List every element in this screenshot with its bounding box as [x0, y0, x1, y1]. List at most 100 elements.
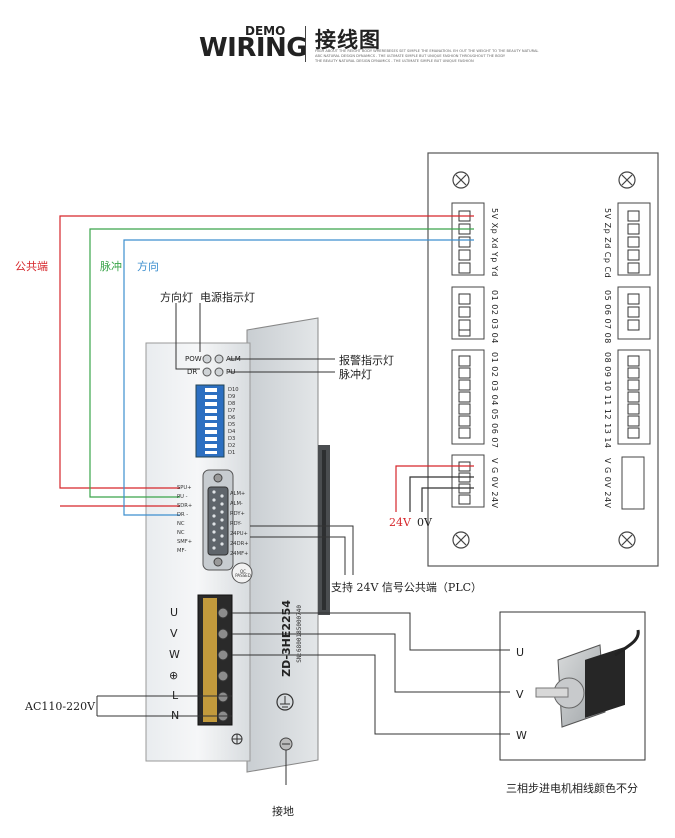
screw-icon	[452, 171, 470, 189]
led-alm-label: ALM	[226, 355, 241, 363]
board-connector	[451, 286, 485, 340]
driver-heatsink	[246, 317, 330, 773]
terminal-l-label: L	[172, 689, 179, 702]
board-label-c1d: V G 0V 24V	[490, 458, 499, 509]
header-divider	[305, 26, 306, 62]
label-direction: 方向	[137, 260, 159, 273]
dip-label: D9	[228, 394, 236, 400]
dip-label: D10	[228, 387, 239, 393]
wire-24v-red	[395, 465, 474, 512]
terminal-u-label: U	[170, 606, 179, 619]
pin-label: RDY-	[230, 521, 242, 527]
signal-wires	[59, 215, 474, 516]
label-pulse: 脉冲	[100, 260, 122, 273]
pin-label: 24MF+	[230, 551, 249, 557]
qc-sticker: QC PASSED	[235, 569, 251, 578]
annotation-lines	[96, 303, 510, 735]
terminal-v-label: V	[170, 627, 178, 640]
pin-label: SPU+	[177, 485, 192, 491]
board-connector	[621, 456, 645, 510]
pin-labels-left: SPU+ PU - SDR+ DR - NC NC SMF+ MF-	[177, 484, 192, 556]
wire-0v	[409, 476, 474, 512]
pin-label: SMF+	[177, 539, 193, 545]
wire-common-red	[59, 215, 474, 489]
header-fine-text: HIGH ABOUT THE REIGHT BODY WHEREBESES SE…	[315, 49, 555, 64]
pin-label: ALM-	[230, 501, 243, 507]
stepper-driver	[145, 342, 253, 762]
label-pulse-lamp: 脉冲灯	[339, 368, 372, 381]
board-connector	[617, 286, 651, 340]
motor-phase-u: U	[516, 646, 525, 659]
dip-label: D5	[228, 422, 236, 428]
pin-label: MF-	[177, 548, 187, 554]
label-dir-lamp: 方向灯	[160, 291, 193, 304]
board-label-c2b: 05 06 07 08	[603, 290, 612, 344]
board-connector	[617, 202, 651, 276]
fine-line: THE BEAUTY NATURAL DESIGN DYNAMICS . THE…	[315, 59, 474, 63]
dip-label: D4	[228, 429, 236, 435]
pin-label: NC	[177, 521, 185, 527]
dip-label: D2	[228, 443, 236, 449]
label-alarm-lamp: 报警指示灯	[339, 354, 394, 367]
board-label-c2c: 08 09 10 11 12 13 14	[603, 352, 612, 449]
wiring-label: WIRING	[199, 33, 308, 63]
screw-icon	[618, 171, 636, 189]
led-dr-label: DR	[187, 368, 198, 376]
fine-line: ABC NATURAL DESIGN DYNAMICS . THE ULTIMA…	[315, 54, 506, 58]
terminal-ground-label: ⊕	[169, 669, 179, 682]
pin-label: 24PU+	[230, 531, 248, 537]
dip-label: D1	[228, 450, 236, 456]
pin-label: ALM+	[230, 491, 246, 497]
driver-serial: SN:6800185000740	[296, 605, 303, 663]
screw-icon	[452, 531, 470, 549]
dip-label: D3	[228, 436, 236, 442]
label-24v: 24V	[389, 516, 411, 529]
terminal-n-label: N	[171, 709, 180, 722]
page-title: 接线图	[315, 28, 381, 52]
label-0v: 0V	[417, 516, 432, 529]
board-label-c2a: 5V Zp Zd Cp Cd	[603, 208, 612, 279]
motor-phase-w: W	[516, 729, 527, 742]
label-ac-input: AC110-220V	[25, 700, 96, 713]
pin-label: DR -	[177, 512, 189, 518]
pin-label: NC	[177, 530, 185, 536]
ground-screw-icon	[279, 737, 293, 785]
led-pow-label: POW	[185, 355, 202, 363]
driver-model: ZD-3HE2254	[280, 600, 293, 677]
board-connector	[451, 202, 485, 276]
board-label-c1c: 01 02 03 04 05 06 07	[490, 352, 499, 449]
pin-labels-right: ALM+ ALM- RDY+ RDY- 24PU+ 24DR+ 24MF+	[230, 489, 249, 559]
dip-label: D6	[228, 415, 236, 421]
motor-phase-v: V	[516, 688, 524, 701]
led-pu-label: PU	[226, 368, 236, 376]
stepper-motor	[499, 611, 646, 761]
board-connector	[617, 349, 651, 445]
pin-label: RDY+	[230, 511, 245, 517]
board-connector	[451, 454, 485, 508]
label-motor-note: 三相步进电机相线颜色不分	[506, 782, 638, 795]
board-label-c1a: 5V Xp Xd Yp Yd	[490, 208, 499, 277]
label-power-lamp: 电源指示灯	[200, 291, 255, 304]
ground-symbol-icon	[276, 693, 294, 711]
label-common: 公共端	[15, 260, 48, 273]
label-ground: 接地	[272, 805, 294, 818]
screw-icon	[618, 531, 636, 549]
dip-label: D7	[228, 408, 236, 414]
board-connector	[451, 349, 485, 445]
board-label-c2d: V G 0V 24V	[603, 458, 612, 509]
demo-label: DEMO	[245, 24, 286, 38]
dip-label: D8	[228, 401, 236, 407]
wire-pulse-green	[89, 228, 474, 498]
pin-label: 24DR+	[230, 541, 249, 547]
label-plc-support: 支持 24V 信号公共端（PLC）	[331, 581, 483, 594]
pin-label: SDR+	[177, 503, 193, 509]
wire-0v-2	[421, 487, 474, 512]
pin-label: PU -	[177, 494, 188, 500]
board-label-c1b: 01 02 03 04	[490, 290, 499, 344]
wire-dir-blue	[123, 239, 474, 516]
fine-line: HIGH ABOUT THE REIGHT BODY WHEREBESES SE…	[315, 49, 539, 53]
dip-labels: D10 D9 D8 D7 D6 D5 D4 D3 D2 D1	[228, 387, 239, 457]
control-board	[427, 152, 659, 567]
terminal-w-label: W	[169, 648, 180, 661]
